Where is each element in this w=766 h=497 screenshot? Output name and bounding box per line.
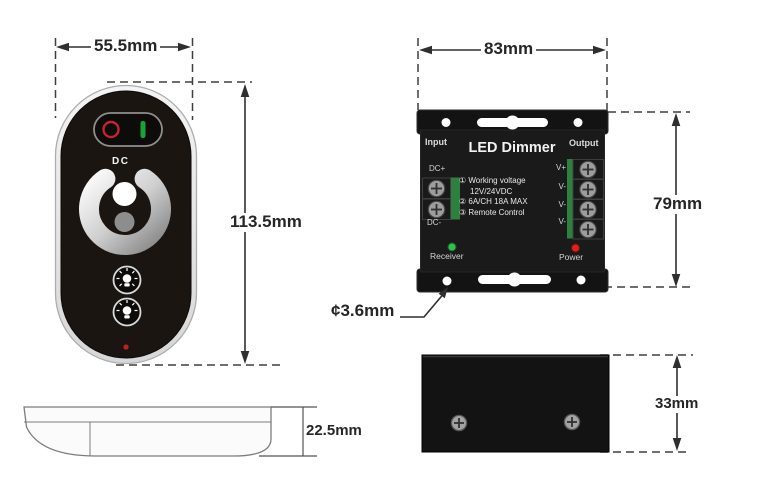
output-terminal-block — [567, 159, 604, 240]
dim-remote-thickness-label: 22.5mm — [306, 422, 362, 439]
terminal-label-v4: V- — [558, 217, 566, 226]
receiver-label: Receiver — [430, 251, 464, 261]
terminal-label-v2: V- — [558, 182, 566, 191]
dc-minus-label: DC- — [427, 218, 442, 227]
dc-plus-label: DC+ — [429, 164, 446, 173]
spec-line-3: ② 6A/CH 18A MAX — [459, 197, 528, 206]
mounting-hole-icon — [576, 275, 586, 285]
input-terminal-block — [422, 177, 460, 220]
remote-front-view — [54, 84, 198, 365]
top-flange-holes — [441, 115, 583, 130]
wheel-center-button — [112, 182, 137, 206]
brightness-down-button — [112, 297, 142, 327]
touch-wheel — [79, 168, 171, 255]
controller-title: LED Dimmer — [468, 140, 556, 156]
power-switch — [93, 112, 163, 147]
remote-side-view — [23, 406, 317, 457]
mounting-slot-center — [507, 272, 522, 287]
bottom-flange-holes — [442, 272, 586, 287]
spec-line-4: ③ Remote Control — [459, 207, 525, 217]
controller-specs: ① Working voltage 12V/24VDC ② 6A/CH 18A … — [459, 176, 528, 218]
controller-side-outline — [421, 354, 610, 453]
brightness-down-icon — [116, 300, 138, 319]
remote-indicator-led — [123, 344, 129, 350]
brightness-up-button — [112, 265, 142, 295]
dimension-extension-lines — [54, 38, 693, 453]
dim-remote-width-label: 55.5mm — [91, 36, 161, 56]
remote-dc-label: DC — [112, 156, 130, 167]
dim-controller-height-label: 79mm — [650, 194, 706, 214]
wheel-lower-button — [114, 212, 135, 232]
terminal-label-v3: V- — [558, 200, 566, 209]
brightness-up-icon — [116, 268, 138, 287]
controller-front-view — [416, 109, 609, 293]
thickness-extension-lines — [259, 406, 317, 457]
power-off-icon — [102, 120, 120, 139]
input-label: Input — [425, 137, 447, 147]
hole-leader-arrowhead — [438, 287, 448, 299]
mounting-hole-icon — [442, 276, 452, 286]
receiver-led — [447, 242, 457, 252]
dim-controller-thickness-label: 33mm — [652, 395, 702, 413]
remote-side-outline — [23, 406, 272, 457]
power-led — [571, 243, 580, 253]
dim-mounting-hole-label: ¢3.6mm — [331, 301, 395, 320]
mounting-hole-icon — [573, 118, 583, 127]
power-label: Power — [559, 252, 584, 262]
spec-line-2: 12V/24VDC — [470, 186, 513, 196]
mounting-hole-icon — [441, 118, 451, 127]
power-on-icon — [140, 121, 146, 138]
output-label: Output — [569, 138, 599, 148]
hole-leader-line — [400, 295, 443, 318]
dim-controller-width-label: 83mm — [481, 39, 537, 59]
dim-remote-height-label: 113.5mm — [227, 212, 305, 232]
spec-line-1: ① Working voltage — [459, 176, 526, 185]
mounting-slot-center — [505, 115, 520, 130]
controller-side-view — [421, 354, 610, 453]
terminal-label-v1: V+ — [555, 163, 566, 172]
